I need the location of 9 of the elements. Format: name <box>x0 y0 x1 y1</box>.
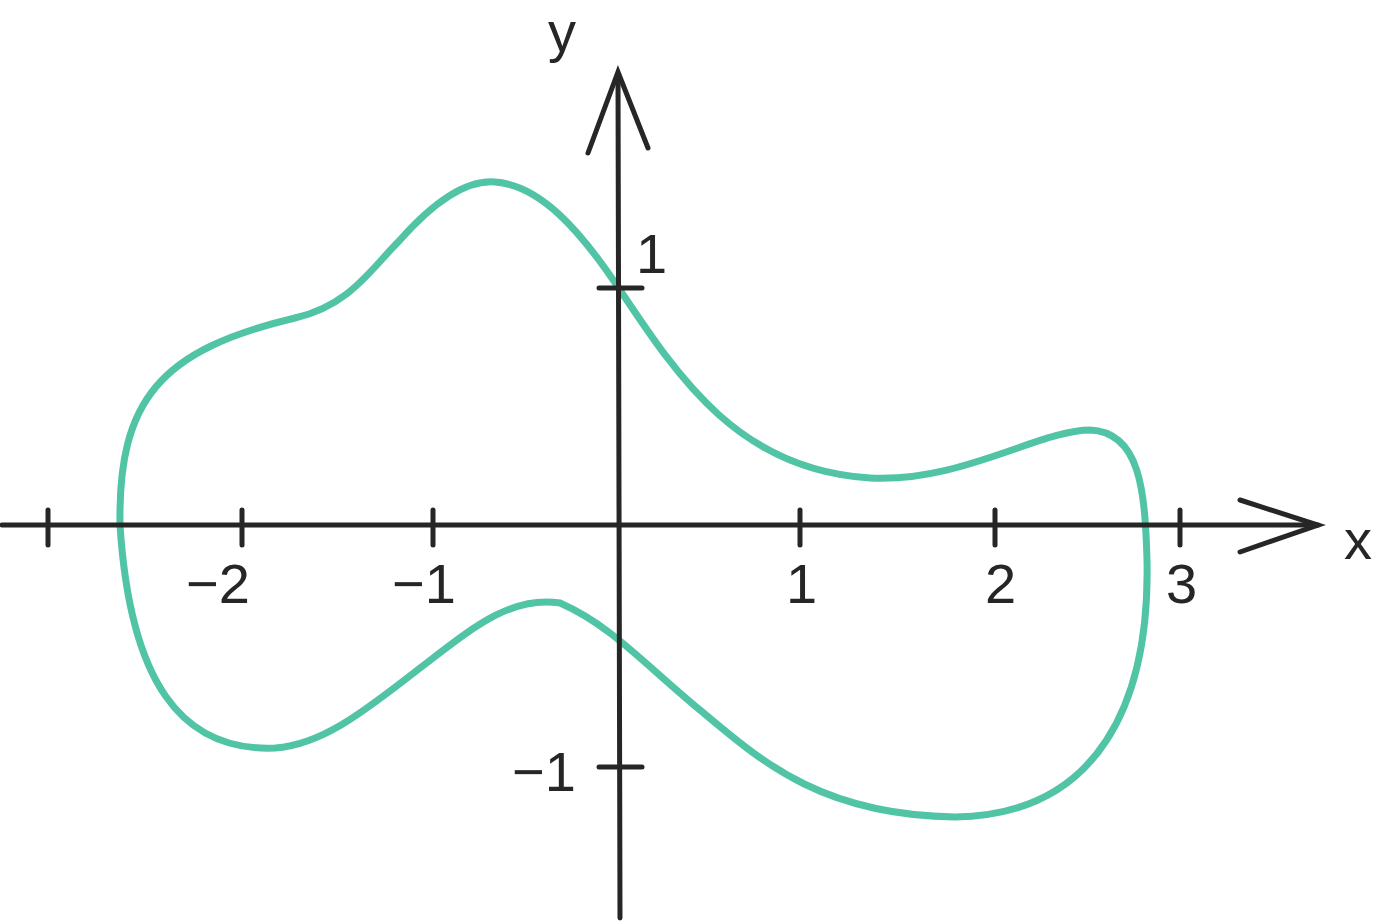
tick-label: −2 <box>186 552 250 616</box>
tick-label: −1 <box>512 740 576 804</box>
tick-label: 1 <box>636 222 668 286</box>
tick-label: 2 <box>985 552 1017 616</box>
axis-label: y <box>548 0 576 64</box>
tick-label: 3 <box>1166 552 1198 616</box>
axis-label: x <box>1344 508 1372 572</box>
tick-label: 1 <box>786 552 818 616</box>
tick-label: −1 <box>392 552 456 616</box>
